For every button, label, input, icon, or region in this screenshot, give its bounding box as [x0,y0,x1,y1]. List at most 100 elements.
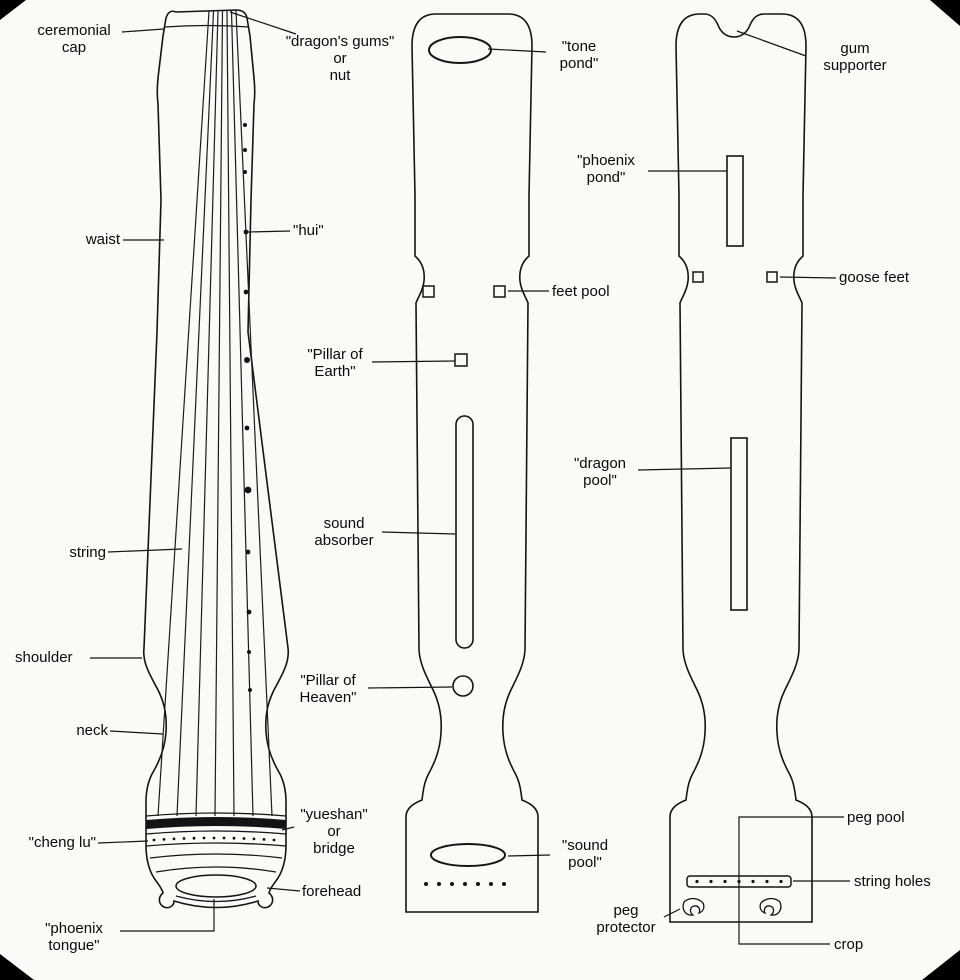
cheng-lu-dots [152,836,276,842]
bridge-band-line [145,842,287,847]
label-neck: neck [76,722,108,739]
leader-phoenix-tongue [120,899,215,932]
hui-dot [248,688,252,692]
bridge-bands [145,812,287,847]
label-yueshan: "yueshan" or bridge [300,806,368,857]
string-line [230,10,254,817]
sound-absorber-slot [455,415,474,649]
hui-dot [244,486,252,494]
hui-dot [244,425,250,431]
yueshan-bridge-bar [146,817,286,829]
string-line [226,10,235,817]
dragon-pool-slot [730,437,748,611]
forehead-line [155,866,277,873]
leader-hui [247,230,291,233]
guqin-bottom-view [669,13,813,923]
label-tone-pond: "tone pond" [559,38,599,72]
string-line [157,10,210,817]
bottom-view-outline [669,13,813,923]
chin-arc [175,895,257,903]
label-dragons-gums: "dragon's gums" or nut [285,33,395,84]
string-line [235,10,273,817]
leader-string [107,548,183,553]
leader-cheng-lu [97,840,149,844]
label-pillar-of-heaven: "Pillar of Heaven" [299,672,357,706]
leader-goose-feet [779,276,837,279]
goose-foot-right [766,271,778,283]
label-shoulder: shoulder [15,649,73,666]
pillar-of-earth-post [454,353,468,367]
bridge-band-line [145,830,287,835]
hui-dot [246,609,252,615]
pillar-of-heaven-post [452,675,474,697]
label-crop: crop [834,936,864,953]
leader-sound-pool [507,854,551,857]
bridge-band-line [145,812,287,817]
label-gum-supporter: gum supporter [823,40,887,74]
hui-dot [247,650,251,654]
forehead-tongue [149,853,283,903]
leader-dragon-pool [637,467,732,471]
hui-dot [243,123,247,127]
strings [157,10,273,817]
string-hole-dots [695,879,783,884]
hui-dot [245,549,251,555]
leader-lines [90,11,850,945]
guqin-inside-view [405,13,539,913]
leader-sound-absorber [381,531,456,535]
string-line [214,10,224,817]
label-cheng-lu: "cheng lu" [28,834,96,851]
label-string: string [69,544,106,561]
leader-gum-supporter [736,30,807,57]
leader-peg-protector [663,908,681,918]
label-phoenix-pond: "phoenix pond" [577,152,635,186]
leader-forehead [266,887,301,892]
label-peg-pool: peg pool [847,809,905,826]
leader-pillar-of-heaven [367,686,453,689]
leader-ceremonial-cap [121,28,165,33]
guqin-top-view [142,9,290,909]
hui-dots [243,123,252,692]
leader-yueshan [281,826,295,831]
hui-dot [243,148,247,152]
label-ceremonial-cap: ceremonial cap [37,22,111,56]
leader-dragons-gums [229,11,297,35]
label-forehead: forehead [302,883,362,900]
hui-dot [244,357,250,363]
phoenix-tongue-shape [175,874,257,898]
goose-foot-left [692,271,704,283]
label-string-holes: string holes [854,873,931,890]
label-hui: "hui" [293,222,324,239]
leader-pillar-of-earth [371,360,456,363]
peg-protector-curl-left [682,897,705,916]
string-line [176,10,215,817]
feet-pool-left [422,285,435,298]
leader-tone-pond [487,48,547,53]
label-feet-pool: feet pool [552,283,610,300]
label-peg-protector: peg protector [596,902,656,936]
hui-dot [243,170,247,174]
label-waist: waist [85,231,120,248]
tone-pond-hole [428,36,492,64]
top-view-outline [142,9,290,909]
label-goose-feet: goose feet [839,269,910,286]
hui-dot [243,289,249,295]
feet-pool-right [493,285,506,298]
label-phoenix-tongue: "phoenix tongue" [45,920,103,954]
label-sound-absorber: sound absorber [314,515,374,549]
phoenix-pond-slot [726,155,744,247]
label-dragon-pool: "dragon pool" [573,455,627,489]
inside-view-outline [405,13,539,913]
ceremonial-cap-line [164,24,250,28]
sound-pool-hole [430,843,506,867]
leader-peg-pool-crop [738,816,844,945]
label-pillar-of-earth: "Pillar of Earth" [307,346,363,380]
forehead-line [149,853,283,859]
inside-dots [424,882,506,886]
hui-dot [243,229,249,235]
leader-neck [109,730,164,735]
peg-protector-curl-right [759,897,782,916]
string-line [195,10,219,817]
